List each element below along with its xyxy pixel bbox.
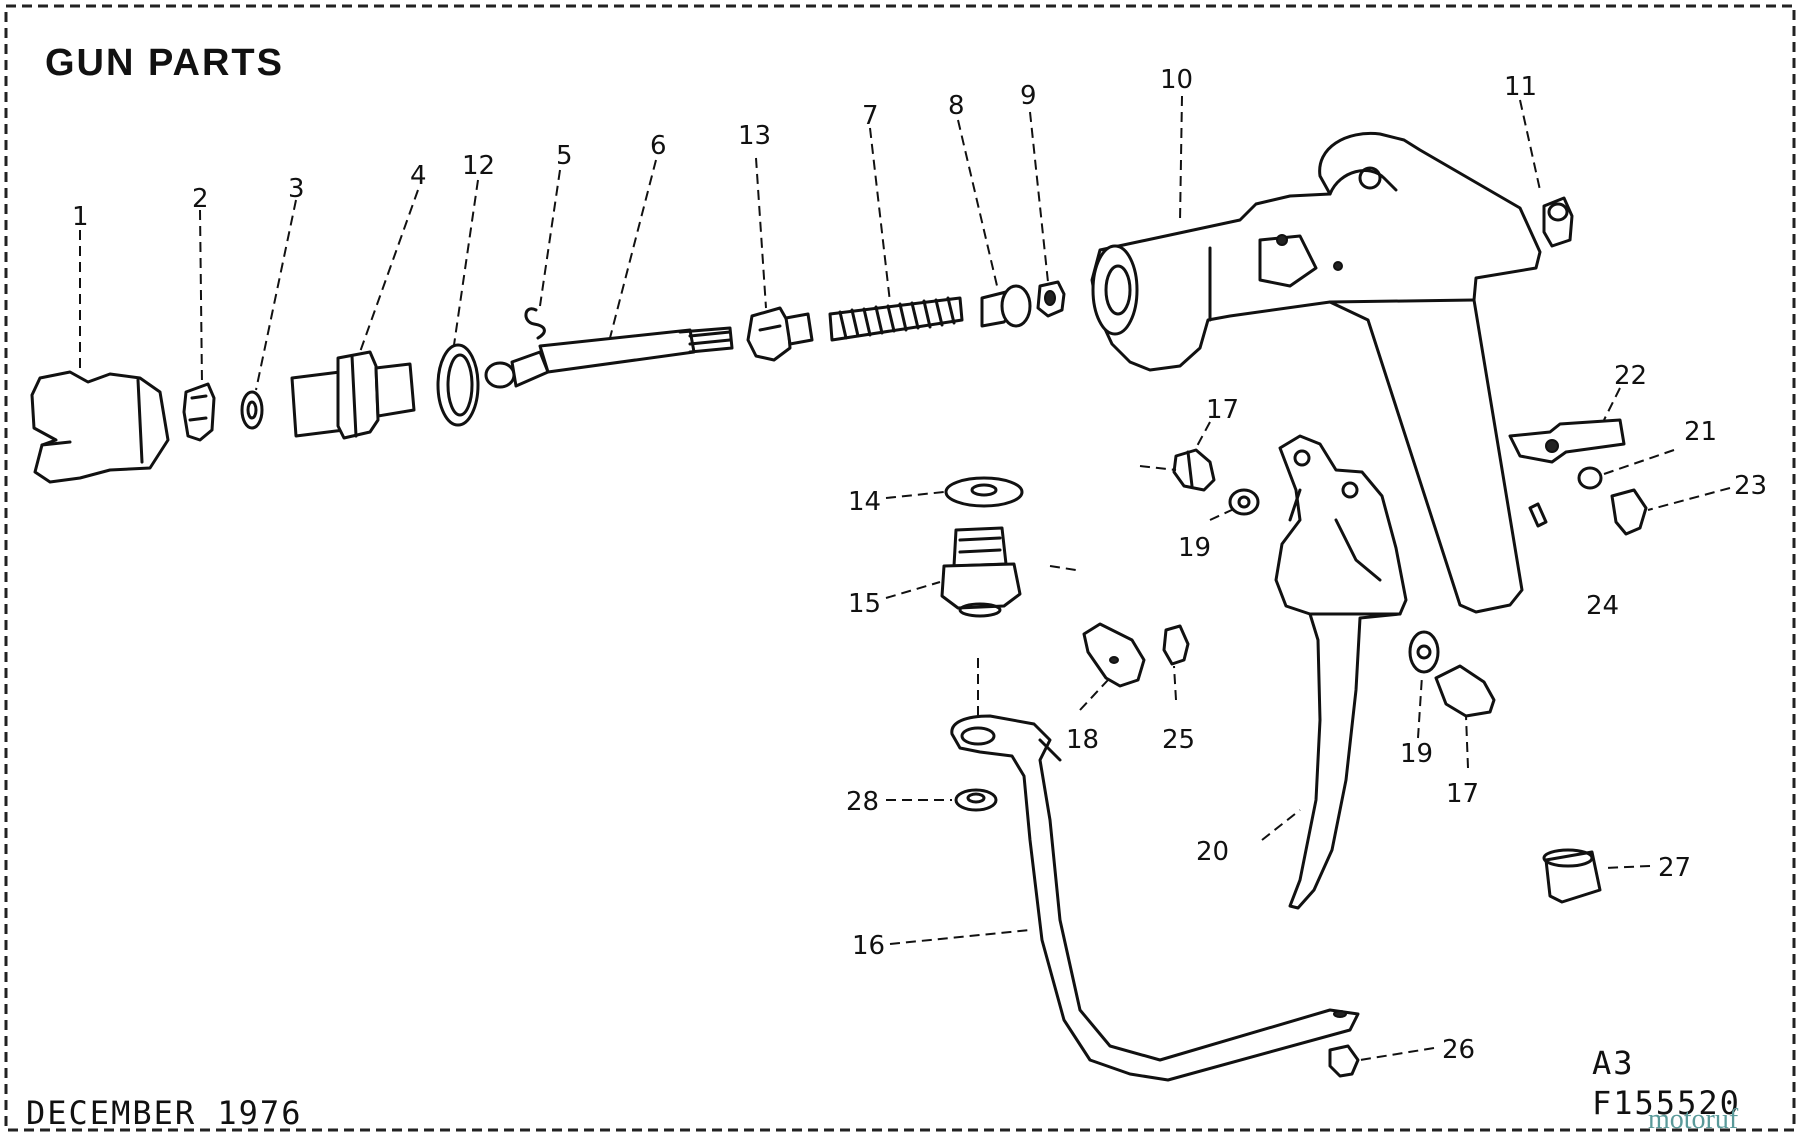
part-9-nut	[1036, 280, 1066, 318]
callout-14: 14	[848, 487, 881, 517]
part-26-screw	[1328, 1044, 1360, 1078]
callout-21: 21	[1684, 417, 1717, 447]
callout-20: 20	[1196, 837, 1229, 867]
part-3-washer	[240, 390, 264, 430]
callout-27: 27	[1658, 853, 1691, 883]
callout-16: 16	[852, 931, 885, 961]
callout-9: 9	[1020, 81, 1037, 111]
part-25-nut	[1162, 624, 1190, 666]
part-20-trigger	[1274, 434, 1408, 910]
callout-5: 5	[556, 141, 573, 171]
part-7-spring	[828, 296, 964, 342]
part-21-washer	[1577, 466, 1603, 490]
part-23-screw	[1610, 488, 1648, 536]
callout-13: 13	[738, 121, 771, 151]
part-22-lock-lever	[1508, 418, 1626, 464]
part-10-gun-body	[1090, 131, 1542, 614]
part-4-adapter	[290, 350, 416, 440]
footer-sheet: A3	[1592, 1044, 1635, 1082]
callout-24: 24	[1586, 591, 1619, 621]
part-16-bracket	[950, 714, 1360, 1082]
part-12-ring	[436, 343, 480, 427]
callout-1: 1	[72, 202, 89, 232]
part-15-swivel	[940, 526, 1022, 618]
callout-2: 2	[192, 184, 209, 214]
part-18-pin	[1082, 622, 1146, 688]
callout-12: 12	[462, 151, 495, 181]
part-24-pin	[1528, 502, 1548, 528]
part-27-sleeve	[1542, 848, 1602, 904]
callout-28: 28	[846, 787, 879, 817]
callout-19-upper: 19	[1178, 533, 1211, 563]
callout-3: 3	[288, 174, 305, 204]
part-28-lock-washer	[954, 788, 998, 812]
part-6-needle	[484, 326, 734, 389]
callout-22: 22	[1614, 361, 1647, 391]
callout-10: 10	[1160, 65, 1193, 95]
callout-numbers: 1 2 3 4 12 5 6 13 7 8 9 10 11 22 21 23 2…	[72, 65, 1767, 1065]
part-2-tip	[182, 382, 216, 442]
callout-15: 15	[848, 589, 881, 619]
callout-26: 26	[1442, 1035, 1475, 1065]
part-14-washer	[944, 476, 1024, 508]
callout-17-upper: 17	[1206, 395, 1239, 425]
callout-25: 25	[1162, 725, 1195, 755]
callout-11: 11	[1504, 72, 1537, 102]
part-8-retainer	[980, 284, 1032, 328]
part-13-packing-nut	[746, 306, 814, 362]
part-19-washer-lower	[1408, 630, 1440, 674]
callout-17-lower: 17	[1446, 779, 1479, 809]
callout-4: 4	[410, 161, 427, 191]
part-1-tip-guard	[30, 370, 170, 484]
footer-date: DECEMBER 1976	[26, 1094, 302, 1132]
part-11-bushing	[1542, 196, 1574, 248]
watermark: motoruf	[1648, 1104, 1739, 1135]
diagram-title: GUN PARTS	[45, 42, 284, 84]
diagram-border	[4, 4, 1796, 1132]
callout-8: 8	[948, 91, 965, 121]
part-17-pivot-screw-lower	[1434, 664, 1496, 718]
callout-6: 6	[650, 131, 667, 161]
callout-18: 18	[1066, 725, 1099, 755]
part-17-pivot-screw-upper	[1172, 448, 1216, 492]
part-5-clip	[524, 307, 546, 340]
footer-drawing-number: F155520	[1592, 1084, 1741, 1122]
callout-7: 7	[862, 101, 879, 131]
leader-lines	[79, 95, 1731, 1061]
callout-23: 23	[1734, 471, 1767, 501]
callout-19-lower: 19	[1400, 739, 1433, 769]
part-19-washer-upper	[1228, 488, 1260, 516]
